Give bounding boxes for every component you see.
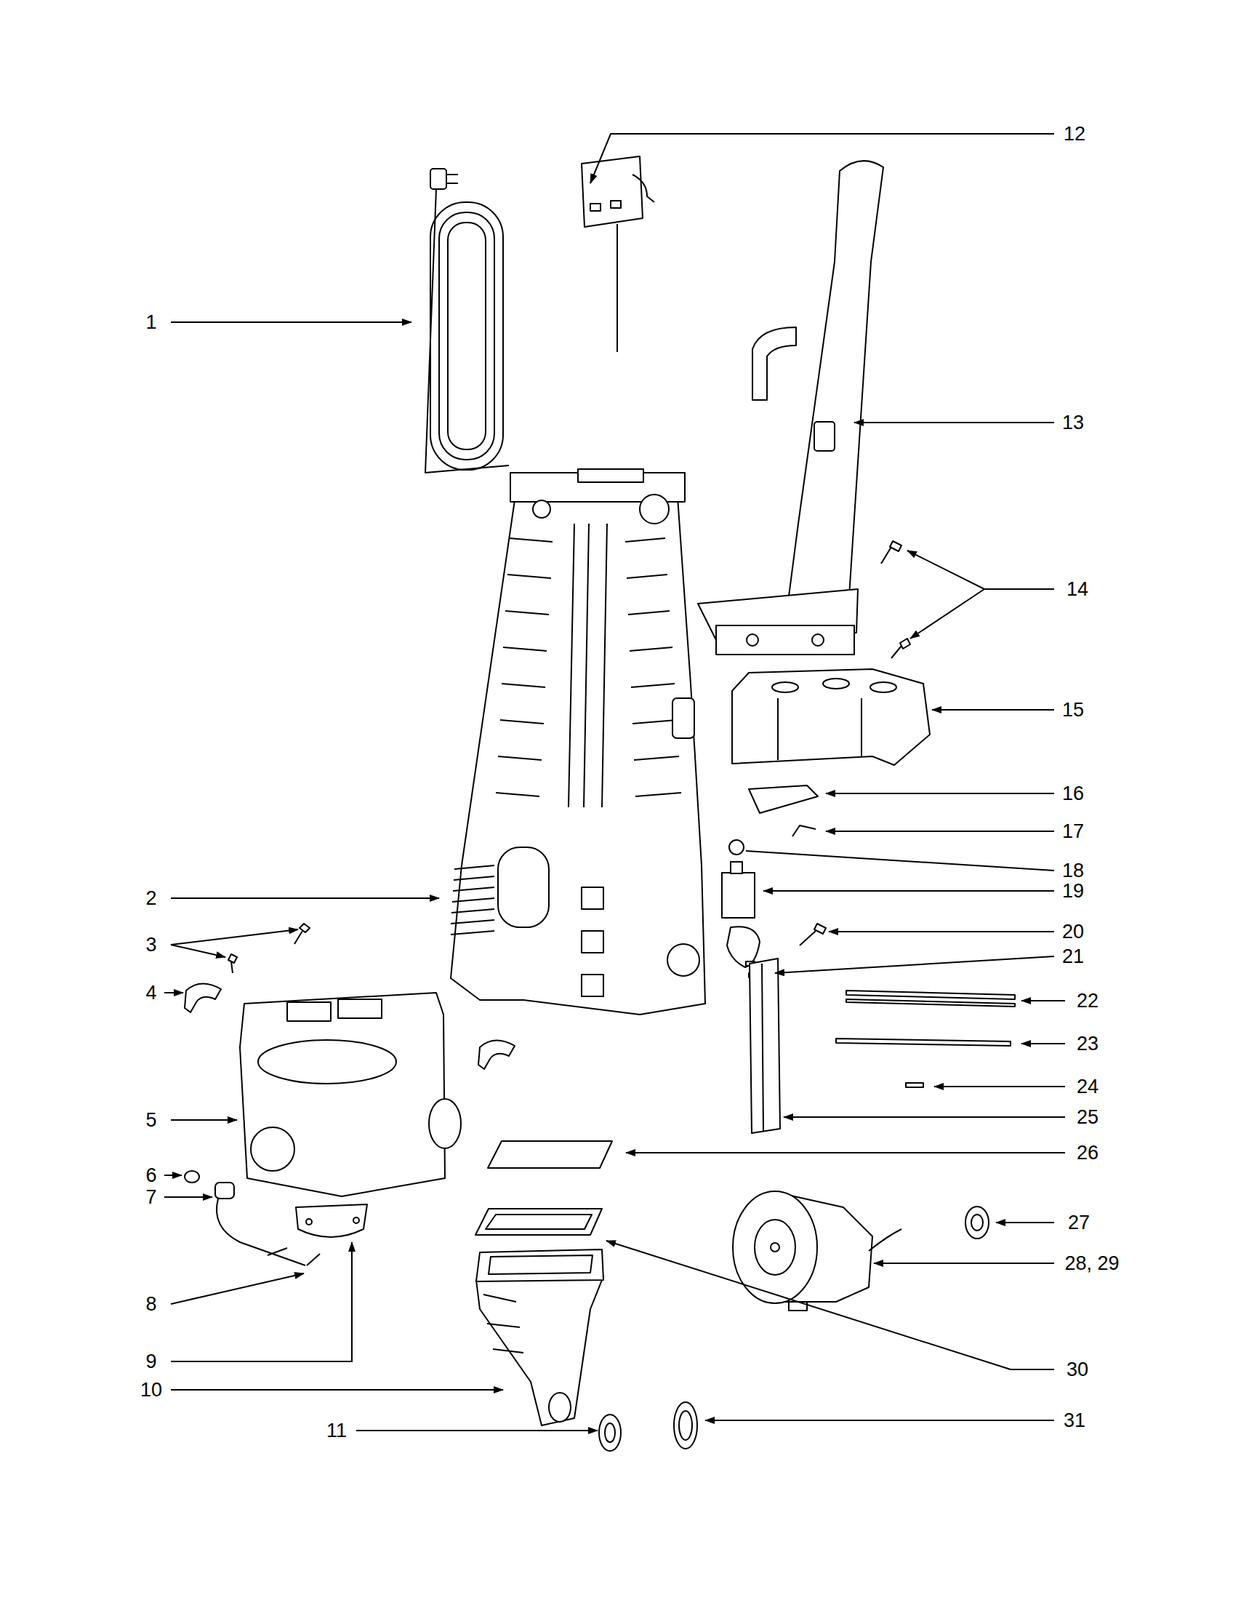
callout-number: 10	[138, 1379, 164, 1401]
nozzle	[476, 1248, 604, 1425]
callout-number: 13	[1060, 412, 1086, 434]
rod	[836, 990, 1015, 1087]
callout-number: 11	[324, 1419, 349, 1441]
lens-cover	[295, 1203, 368, 1237]
callout-number: 2	[143, 887, 158, 909]
housing	[239, 992, 461, 1196]
bumper	[965, 1206, 989, 1239]
handle	[697, 160, 884, 655]
callout-number: 22	[1075, 990, 1100, 1012]
cover	[732, 668, 930, 765]
callout-number: 3	[143, 934, 158, 956]
plate	[748, 785, 818, 813]
motor	[732, 1190, 902, 1311]
callout-number: 26	[1075, 1142, 1100, 1164]
ring	[604, 1422, 616, 1442]
washer	[729, 839, 744, 855]
ring	[599, 1414, 621, 1451]
callout-number: 15	[1060, 699, 1086, 721]
seal	[679, 1410, 693, 1440]
switch	[721, 861, 760, 967]
spring	[792, 825, 816, 837]
screw	[267, 1247, 320, 1265]
callout-number: 25	[1075, 1106, 1100, 1128]
callout-number: 21	[1060, 945, 1086, 967]
bulb	[184, 1170, 200, 1183]
circuit-board	[581, 156, 655, 352]
callout-number: 30	[1065, 1358, 1090, 1380]
clip	[184, 982, 222, 1012]
callout-number: 24	[1075, 1075, 1100, 1098]
seal	[673, 1401, 698, 1449]
screw	[799, 923, 826, 946]
power-cord	[425, 168, 509, 473]
callout-number: 27	[1066, 1211, 1092, 1233]
callout-number: 7	[143, 1186, 158, 1208]
callout-number: 20	[1060, 921, 1086, 943]
filter-frame	[475, 1208, 602, 1235]
callout-number: 6	[143, 1164, 158, 1186]
callout-number: 8	[143, 1293, 158, 1315]
callout-number: 18	[1060, 860, 1086, 882]
clip	[478, 1039, 515, 1069]
leader-lines	[164, 133, 1066, 1431]
main-body	[450, 468, 706, 1015]
callout-number: 19	[1060, 880, 1086, 902]
callout-number: 4	[143, 982, 158, 1004]
screw	[881, 540, 911, 658]
callout-number: 1	[143, 311, 158, 333]
callout-number: 16	[1060, 782, 1086, 805]
screw	[228, 923, 310, 973]
socket	[215, 1182, 306, 1265]
callout-number: 17	[1060, 820, 1086, 842]
callout-number: 9	[143, 1350, 158, 1372]
callout-number: 5	[143, 1109, 158, 1131]
filter	[487, 1140, 613, 1168]
bar	[749, 958, 781, 1133]
callout-number: 31	[1062, 1409, 1087, 1431]
callout-number: 14	[1065, 578, 1090, 600]
callout-number: 12	[1062, 123, 1087, 145]
callout-number: 23	[1075, 1033, 1100, 1055]
callout-number: 28, 29	[1062, 1252, 1121, 1274]
